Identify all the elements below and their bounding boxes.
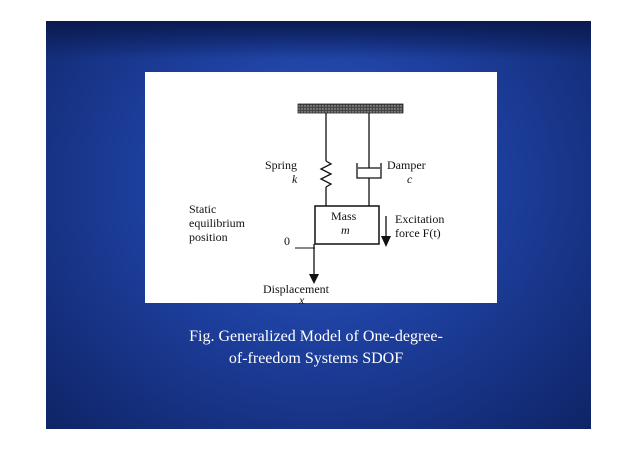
- displacement-symbol: x: [299, 293, 305, 307]
- sdof-diagram: [295, 103, 404, 284]
- fixed-support: [297, 103, 404, 114]
- displacement-arrow: [309, 244, 319, 284]
- figure-caption: Fig. Generalized Model of One-degree- of…: [106, 326, 526, 370]
- spring-element: [319, 113, 333, 206]
- displacement-label: Displacement: [263, 282, 329, 296]
- force-label: force F(t): [395, 226, 441, 240]
- static-label-line3: position: [189, 230, 228, 244]
- slide: Spring k Damper c Mass m Excitation forc…: [46, 21, 591, 429]
- static-label-line1: Static: [189, 202, 217, 216]
- excitation-force-arrow: [381, 216, 391, 247]
- mass-symbol: m: [341, 223, 350, 237]
- damper-element: [356, 113, 382, 206]
- mass-label: Mass: [331, 209, 357, 223]
- spring-constant-symbol: k: [292, 172, 298, 186]
- sdof-diagram-panel: Spring k Damper c Mass m Excitation forc…: [145, 72, 497, 307]
- caption-line-1: Fig. Generalized Model of One-degree-: [189, 328, 443, 345]
- damping-coefficient-symbol: c: [407, 172, 413, 186]
- mass-block: [314, 205, 380, 245]
- spring-label: Spring: [265, 158, 298, 172]
- damper-label: Damper: [387, 158, 426, 172]
- slide-top-band: [46, 21, 591, 59]
- caption-line-2: of-freedom Systems SDOF: [228, 350, 404, 367]
- zero-label: 0: [284, 234, 290, 248]
- static-label-line2: equilibrium: [189, 216, 245, 230]
- excitation-label: Excitation: [395, 212, 445, 226]
